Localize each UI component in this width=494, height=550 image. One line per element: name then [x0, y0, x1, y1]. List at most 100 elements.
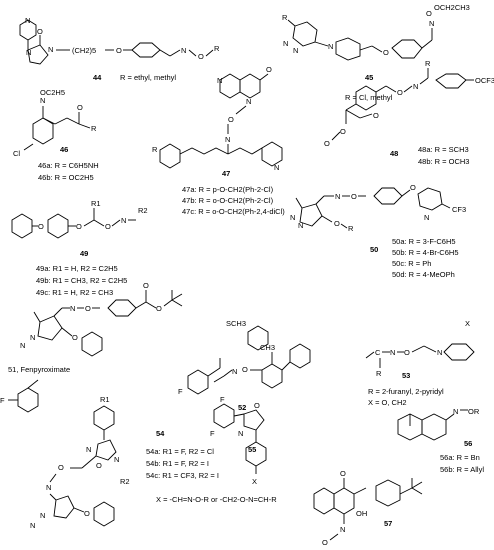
- compound-56: N OR 56 56a: R = Bn 56b: R = Allyl: [397, 407, 484, 474]
- substituent-text: R = Cl, methyl: [345, 93, 393, 102]
- compound-number: 47: [222, 169, 230, 178]
- atom-label: N: [335, 192, 340, 201]
- atom-label: N: [232, 367, 237, 376]
- atom-label: R: [376, 369, 382, 378]
- compound-53: C R N O N X 53 R = 2-furanyl, 2-pyridyl …: [365, 319, 475, 407]
- atom-label: OCH2CH3: [434, 3, 470, 12]
- substituent-text: 56b: R = Allyl: [440, 465, 484, 474]
- atom-label: N: [290, 213, 295, 222]
- atom-label: N: [46, 483, 51, 492]
- compound-48: O N R OCF3 O O O 48 48a: R = SCH3 48b: R…: [324, 59, 494, 166]
- atom-label: R2: [120, 477, 130, 486]
- substituent-text: 54a: R1 = F, R2 = Cl: [146, 447, 214, 456]
- substituent-text: 49c: R1 = H, R2 = CH3: [36, 288, 113, 297]
- compound-number: 50: [370, 245, 378, 254]
- atom-label: X: [252, 477, 257, 486]
- atom-label: OCF3: [475, 76, 494, 85]
- atom-label: R: [214, 44, 220, 53]
- atom-label: SCH3: [226, 319, 246, 328]
- atom-label: R: [91, 124, 97, 133]
- atom-label: O: [76, 222, 82, 231]
- atom-label: N: [114, 455, 119, 464]
- atom-label: O: [351, 192, 357, 201]
- atom-label: O: [156, 304, 162, 313]
- substituent-text: R = 2-furanyl, 2-pyridyl: [368, 387, 444, 396]
- compound-46: N OC2H5 O R Cl 46 46a: R = C6H5NH 46b: R…: [13, 88, 99, 182]
- atom-label: N: [121, 216, 126, 225]
- atom-label: N: [217, 76, 222, 85]
- atom-label: R1: [100, 395, 110, 404]
- atom-label: R2: [138, 206, 148, 215]
- substituent-text: X = O, CH2: [368, 398, 407, 407]
- atom-label: N: [424, 213, 429, 222]
- substituent-text: 49b: R1 = CH3, R2 = C2H5: [36, 276, 127, 285]
- atom-label: N: [453, 407, 458, 416]
- atom-label: O: [85, 304, 91, 313]
- atom-label: N: [437, 348, 442, 357]
- compound-number: 53: [402, 371, 410, 380]
- atom-label: N: [390, 348, 395, 357]
- atom-label: N: [40, 96, 45, 105]
- atom-label: O: [410, 183, 416, 192]
- atom-label: O: [58, 463, 64, 472]
- atom-label: N: [25, 16, 30, 25]
- atom-label: OC2H5: [40, 88, 65, 97]
- atom-label: O: [84, 509, 90, 518]
- atom-label: O: [340, 469, 346, 478]
- substituent-text: 46a: R = C6H5NH: [38, 161, 99, 170]
- atom-label: O: [198, 52, 204, 61]
- compound-44: N N N O (CH2)5 O N O R 44 R = ethyl, met…: [19, 16, 220, 82]
- atom-label: O: [96, 461, 102, 470]
- atom-label: N: [20, 341, 25, 350]
- compound-number: 44: [93, 73, 102, 82]
- atom-label: X: [465, 319, 470, 328]
- compound-number: 46: [60, 145, 68, 154]
- atom-label: O: [334, 219, 340, 228]
- atom-label: N: [274, 163, 279, 172]
- atom-label: O: [37, 27, 43, 36]
- atom-label: O: [426, 9, 432, 18]
- atom-label: N: [413, 82, 418, 91]
- atom-label: N: [30, 333, 35, 342]
- atom-label: F: [210, 429, 215, 438]
- atom-label: O: [242, 365, 248, 374]
- substituent-text: 46b: R = OC2H5: [38, 173, 94, 182]
- atom-label: N: [246, 97, 251, 106]
- atom-label: N: [181, 46, 186, 55]
- substituent-text: 47c: R = o-O-CH2(Ph-2,4-diCl): [182, 207, 285, 216]
- atom-label: R1: [91, 199, 101, 208]
- atom-label: N: [40, 511, 45, 520]
- substituent-text: X = -CH=N-O-R or -CH2-O-N=CH-R: [156, 495, 277, 504]
- substituent-text: 50b: R = 4-Br-C6H5: [392, 248, 459, 257]
- atom-label: O: [254, 401, 260, 410]
- atom-label: O: [397, 88, 403, 97]
- substituent-text: 47a: R = p-O-CH2(Ph-2-Cl): [182, 185, 274, 194]
- atom-label: N: [293, 46, 298, 55]
- atom-label: O: [72, 333, 78, 342]
- compound-number: 56: [464, 439, 472, 448]
- atom-label: N: [429, 19, 434, 28]
- compound-number: 57: [384, 519, 392, 528]
- atom-label: N: [70, 304, 75, 313]
- substituent-text: 48a: R = SCH3: [418, 145, 469, 154]
- atom-label: O: [143, 281, 149, 290]
- atom-label: N: [225, 135, 230, 144]
- atom-label: CF3: [452, 205, 466, 214]
- compound-49: O O R1 O N R2 49 49a: R1 = H, R2 = C2H5 …: [11, 199, 148, 297]
- compound-54: R1 N N O O N N N O R2 54 54a: R1 = F, R2…: [30, 395, 219, 530]
- atom-label: F: [220, 395, 225, 404]
- atom-label: N: [238, 429, 243, 438]
- substituent-text: 54c: R1 = CF3, R2 = I: [146, 471, 219, 480]
- atom-label: N: [298, 221, 303, 230]
- atom-label: O: [38, 222, 44, 231]
- substituent-text: 50c: R = Ph: [392, 259, 431, 268]
- compound-57: O OH N O 57: [313, 469, 423, 547]
- atom-label: O: [322, 538, 328, 547]
- substituent-text: 54b: R1 = F, R2 = I: [146, 459, 209, 468]
- substituent-text: 50d: R = 4-MeOPh: [392, 270, 455, 279]
- atom-label: N: [283, 39, 288, 48]
- atom-label: R: [152, 145, 158, 154]
- compound-45: R N N N O N O OCH2CH3 45 R = Cl, methyl: [282, 3, 470, 102]
- substituent-text: 50a: R = 3-F-C6H5: [392, 237, 456, 246]
